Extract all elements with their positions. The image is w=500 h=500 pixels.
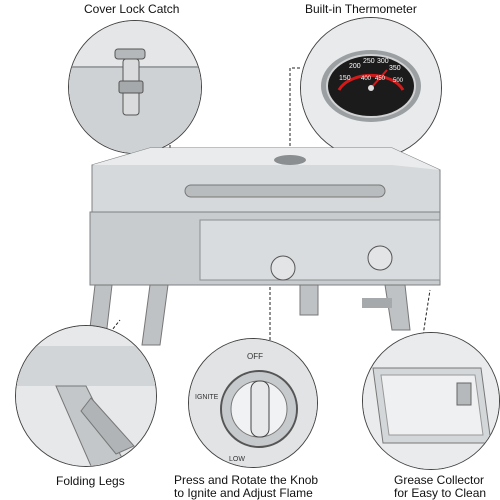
thermometer-illustration: 150 200 250 300 350 400 450 500	[301, 18, 441, 158]
grease-label-line1: Grease Collector	[394, 473, 485, 487]
gauge-tick-400: 400	[361, 76, 372, 82]
gauge-tick-150: 150	[339, 75, 351, 82]
knob-label-line1: Press and Rotate the Knob	[174, 473, 319, 487]
knob-ignite-label: IGNITE	[195, 394, 219, 401]
gauge-tick-250: 250	[363, 58, 375, 65]
folding-legs-label: Folding Legs	[56, 474, 125, 488]
gauge-tick-450: 450	[375, 76, 386, 82]
thermometer-detail: 150 200 250 300 350 400 450 500	[300, 17, 442, 159]
thermometer-label: Built-in Thermometer	[305, 2, 417, 16]
knob-detail: OFF IGNITE LOW	[188, 338, 318, 468]
cover-lock-label: Cover Lock Catch	[84, 2, 180, 16]
folding-legs-detail	[15, 325, 157, 467]
grease-label-line2: for Easy to Clean	[394, 486, 487, 500]
knob-label-line2: to Ignite and Adjust Flame	[174, 486, 313, 500]
cover-lock-detail	[68, 20, 202, 154]
knob-illustration: OFF IGNITE LOW	[189, 339, 317, 467]
knob-low-label: LOW	[229, 456, 245, 463]
knob-off-label: OFF	[247, 352, 263, 361]
grease-collector-illustration	[363, 333, 499, 469]
grease-collector-detail	[362, 332, 500, 470]
folding-legs-illustration	[16, 326, 156, 466]
gauge-tick-500: 500	[393, 78, 404, 84]
gauge-tick-350: 350	[389, 65, 401, 72]
cover-lock-illustration	[69, 21, 201, 153]
gauge-tick-300: 300	[377, 58, 389, 65]
gauge-tick-200: 200	[349, 63, 361, 70]
